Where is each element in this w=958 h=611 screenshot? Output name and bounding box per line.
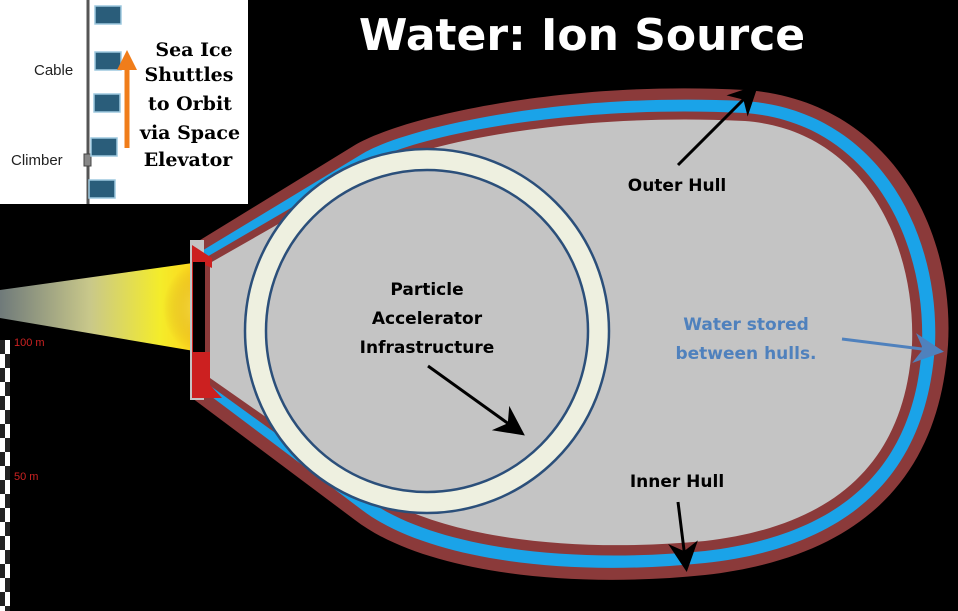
scale-tick (0, 424, 5, 438)
scale-tick (5, 382, 10, 396)
scale-tick (5, 606, 10, 611)
scale-bar: 100 m 50 m (0, 337, 45, 611)
scale-tick (0, 564, 5, 578)
inset-caption-2: Shuttles (145, 64, 234, 86)
outer-hull-arrow (676, 84, 759, 167)
orbit-arrow-head (117, 50, 137, 70)
scale-tick (0, 368, 5, 382)
inset-caption-5: Elevator (144, 149, 234, 171)
ice-block-icon (94, 5, 122, 25)
inset-caption-3: to Orbit (148, 93, 232, 115)
scale-tick (5, 578, 10, 592)
climber-icon (83, 153, 92, 167)
scale-tick (5, 494, 10, 508)
accelerator-ring (243, 147, 611, 515)
inset-panel: Cable Climber Sea Ice Shuttles to Orbit … (0, 0, 248, 204)
ice-block-icon (88, 179, 116, 199)
scale-tick (0, 452, 5, 466)
scale-tick (5, 550, 10, 564)
inner-hull-arrow (668, 501, 698, 572)
ice-block-icon (94, 51, 122, 71)
inset-caption-4: via Space (139, 122, 240, 144)
scale-tick (5, 410, 10, 424)
scale-100m: 100 m (14, 337, 45, 349)
ice-blocks (88, 5, 122, 199)
ice-block-icon (93, 93, 121, 113)
climber-label: Climber (11, 152, 63, 169)
scale-tick (0, 592, 5, 606)
accelerator-arrow (427, 364, 525, 436)
scale-tick (5, 522, 10, 536)
water-arrow (841, 333, 944, 363)
ice-block-icon (90, 137, 118, 157)
cable-label: Cable (34, 62, 73, 79)
outer-hull-label: Outer Hull (628, 176, 727, 196)
water-label-1: Water stored (683, 315, 809, 335)
accelerator-label-1: Particle (390, 280, 463, 300)
inner-hull-label: Inner Hull (630, 472, 724, 492)
scale-tick (0, 396, 5, 410)
scale-50m: 50 m (14, 471, 38, 483)
scale-tick (5, 354, 10, 368)
scale-tick (0, 340, 5, 354)
accelerator-label-3: Infrastructure (360, 338, 495, 358)
scale-tick (0, 480, 5, 494)
page-title: Water: Ion Source (359, 10, 805, 61)
scale-tick (5, 438, 10, 452)
water-label-2: between hulls. (675, 344, 816, 364)
scale-tick (0, 536, 5, 550)
accelerator-label-2: Accelerator (372, 309, 483, 329)
nozzle-red-bottom (192, 352, 222, 398)
inset-caption-1: Sea Ice (155, 39, 232, 61)
scale-tick (5, 466, 10, 480)
scale-tick (0, 508, 5, 522)
